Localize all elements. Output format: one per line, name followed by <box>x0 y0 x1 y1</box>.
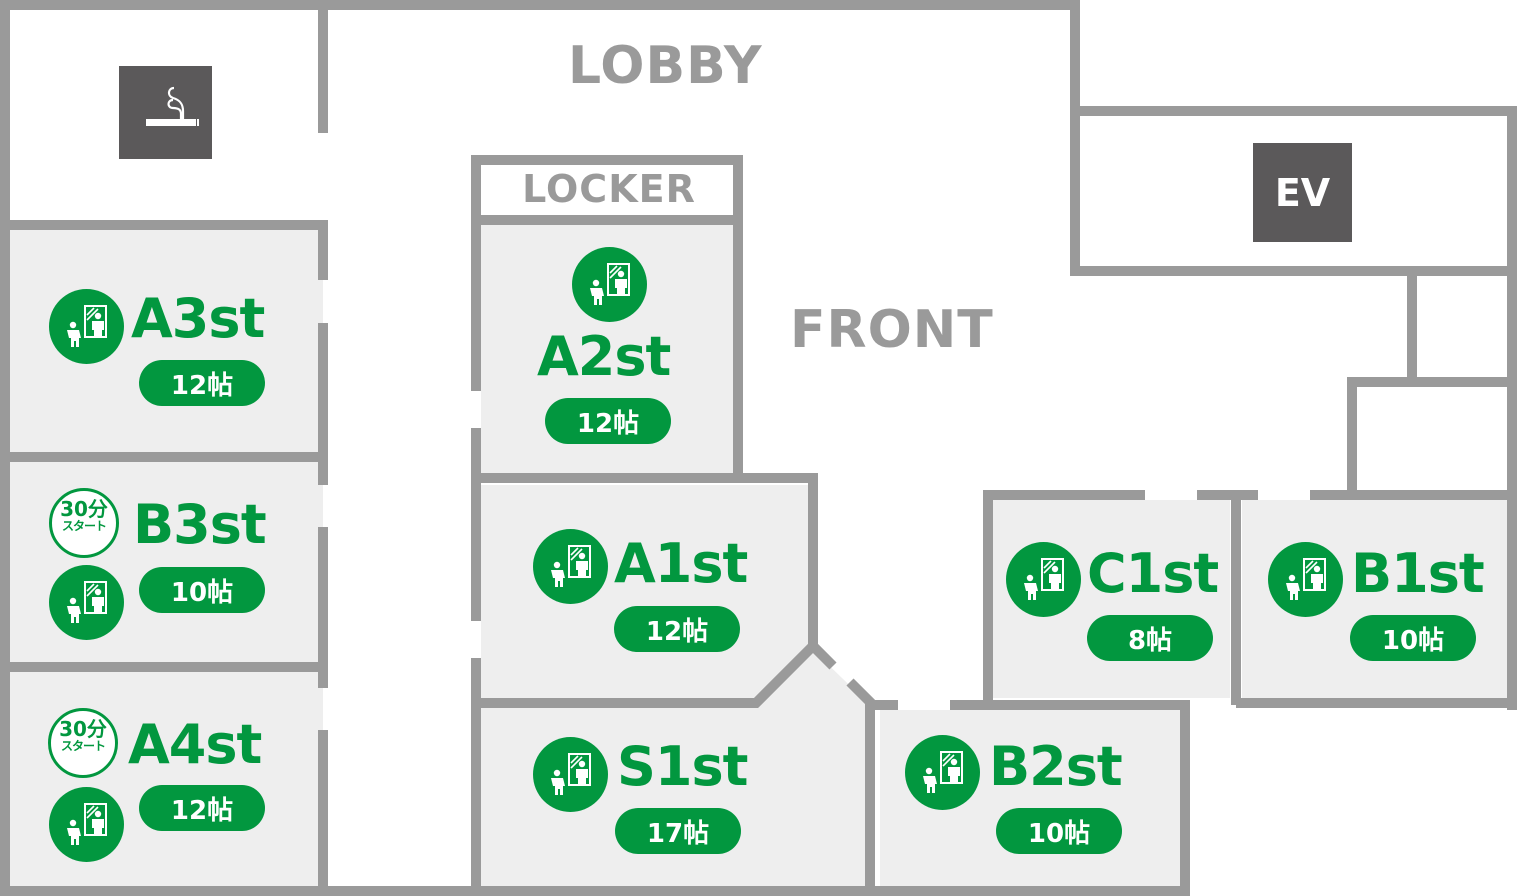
person-mirror-icon <box>49 787 124 862</box>
person-mirror-icon <box>1006 542 1081 617</box>
studio-name: B2st <box>989 735 1123 798</box>
studio-size-badge: 10帖 <box>1350 615 1476 661</box>
studio-name: C1st <box>1087 542 1219 605</box>
person-mirror-icon <box>905 735 980 810</box>
person-mirror-icon <box>533 737 608 812</box>
studio-size-badge: 10帖 <box>996 808 1122 854</box>
start-30min-badge: 30分スタート <box>49 488 119 558</box>
studio-size-badge: 10帖 <box>139 567 265 613</box>
badge-bottom-text: スタート <box>60 739 106 753</box>
studio-name: A2st <box>537 325 671 388</box>
lobby-label: LOBBY <box>568 36 763 96</box>
studio-name: S1st <box>617 735 748 798</box>
badge-top-text: 30分 <box>60 497 108 521</box>
studio-size-badge: 17帖 <box>615 808 741 854</box>
locker-label: LOCKER <box>522 167 696 211</box>
room-a1-fill <box>481 485 811 698</box>
person-mirror-icon <box>49 289 124 364</box>
person-mirror-icon <box>533 529 608 604</box>
person-mirror-icon <box>1268 542 1343 617</box>
cigarette-icon <box>145 86 199 126</box>
studio-name: A1st <box>614 532 748 595</box>
badge-bottom-text: スタート <box>61 519 107 533</box>
studio-size-badge: 12帖 <box>139 360 265 406</box>
studio-size-badge: 12帖 <box>545 398 671 444</box>
studio-name: B3st <box>133 493 267 556</box>
smoking-area-icon <box>119 66 212 159</box>
studio-name: A3st <box>131 287 265 350</box>
room-s1-fill <box>481 650 870 886</box>
elevator-label: EV <box>1253 143 1352 242</box>
studio-name: A4st <box>128 713 262 776</box>
badge-top-text: 30分 <box>59 717 107 741</box>
studio-name: B1st <box>1351 542 1485 605</box>
studio-size-badge: 12帖 <box>139 785 265 831</box>
front-label: FRONT <box>790 300 994 360</box>
person-mirror-icon <box>49 565 124 640</box>
studio-size-badge: 12帖 <box>614 606 740 652</box>
start-30min-badge: 30分スタート <box>48 708 118 778</box>
studio-size-badge: 8帖 <box>1087 615 1213 661</box>
person-mirror-icon <box>572 247 647 322</box>
